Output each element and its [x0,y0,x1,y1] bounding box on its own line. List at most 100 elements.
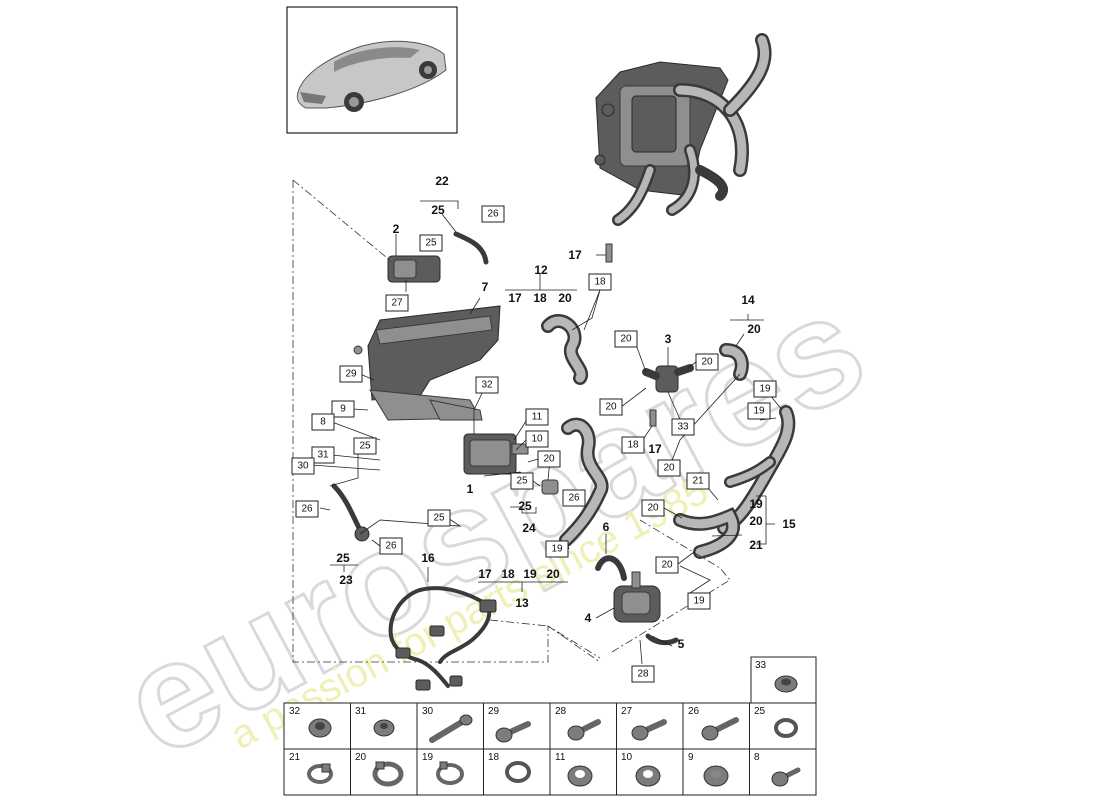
grid-cell-number: 32 [289,706,301,717]
callout: 25 [431,203,445,217]
callout: 30 [297,461,309,472]
callout: 10 [531,434,543,445]
callout: 9 [340,404,346,415]
leader-lines [311,200,783,665]
callout: 15 [782,517,796,531]
grid-cell-number: 31 [355,706,367,717]
grid-cell-number: 30 [422,706,434,717]
callout: 19 [759,384,771,395]
grid-cell-number: 21 [289,752,301,763]
callout: 20 [546,567,560,581]
callout: 26 [385,541,397,552]
callout: 6 [603,520,610,534]
callout: 16 [421,551,435,565]
callout: 25 [425,238,437,249]
grid-cell-number: 9 [688,752,694,763]
callout: 24 [522,521,536,535]
callout: 2 [393,222,400,236]
grid-cell-number: 26 [688,706,700,717]
bolt-icon [701,717,739,741]
callout: 32 [481,380,493,391]
callout: 21 [749,538,763,552]
callout: 20 [647,503,659,514]
callout: 20 [749,514,763,528]
callout: 3 [665,332,672,346]
callout: 20 [558,291,572,305]
bolt-icon [567,719,601,741]
callout: 19 [693,596,705,607]
callout: 20 [663,463,675,474]
callout: 31 [317,450,329,461]
callout: 25 [516,476,528,487]
hose-part-14 [719,343,749,381]
callout: 14 [741,293,755,307]
callout: 25 [518,499,532,513]
callout: 33 [677,422,689,433]
callout: 17 [508,291,522,305]
callout: 20 [747,322,761,336]
callout: 1 [467,482,474,496]
hose-part-15 [673,405,796,559]
bracket-housing [353,305,501,421]
callout: 18 [533,291,547,305]
bolt-icon [771,767,801,787]
hose-part-13 [559,417,609,547]
callout: 25 [359,441,371,452]
grid-cell-number: 10 [621,752,633,763]
callout: 18 [594,277,606,288]
grid-cell-number: 20 [355,752,367,763]
clamp-part-5 [645,633,679,646]
callout: 29 [345,369,357,380]
heater-unit-assembly [594,33,772,226]
wiring-harness-part-16 [388,586,497,691]
callout: 4 [585,611,592,625]
parts-grid: 33 32 31 30 29 28 27 26 25 [283,656,817,796]
callout: 19 [551,544,563,555]
sensor-part-17-mid [649,409,657,427]
callout: 12 [534,263,548,277]
grommet-icon [635,765,661,787]
callout: 17 [568,248,582,262]
callout: 20 [620,334,632,345]
callouts: 22 25 26 2 25 27 17 12 17 18 20 18 7 29 … [291,174,796,683]
callout: 25 [433,513,445,524]
pipe-part-26-left [331,483,363,533]
callout: 22 [435,174,449,188]
bolt-icon [631,719,667,741]
grid-cell-number: 8 [754,752,760,763]
callout: 7 [482,280,489,294]
grid-cell-number: 18 [488,752,500,763]
connector-part-26 [541,479,559,495]
nut-icon [373,719,395,737]
grommet-icon [567,765,593,787]
nut-icon [774,675,798,693]
hose-part-12 [541,314,588,385]
hose-clip-icon [307,763,333,784]
callout: 20 [701,357,713,368]
callout: 19 [523,567,537,581]
strap-part-6 [595,555,627,581]
vehicle-thumbnail [286,6,458,134]
grid-cell-number: 33 [755,660,767,671]
grid-cell-number: 19 [422,752,434,763]
valve-part-2 [387,255,441,283]
callout: 20 [661,560,673,571]
grid-cell-number: 29 [488,706,500,717]
callout: 17 [478,567,492,581]
bolt-icon [429,714,473,743]
callout: 8 [320,417,326,428]
grommet-icon [703,765,729,787]
seal-ring-icon [774,718,798,738]
callout: 20 [543,454,555,465]
callout: 28 [637,669,649,680]
pipe-part-26-top [453,231,489,265]
bolt-icon [495,721,531,743]
callout: 21 [692,476,704,487]
callout: 25 [336,551,350,565]
grid-cell-number: 25 [754,706,766,717]
callout: 20 [605,402,617,413]
pump-part-4 [613,571,661,623]
callout: 19 [749,497,763,511]
callout: 11 [532,412,543,423]
